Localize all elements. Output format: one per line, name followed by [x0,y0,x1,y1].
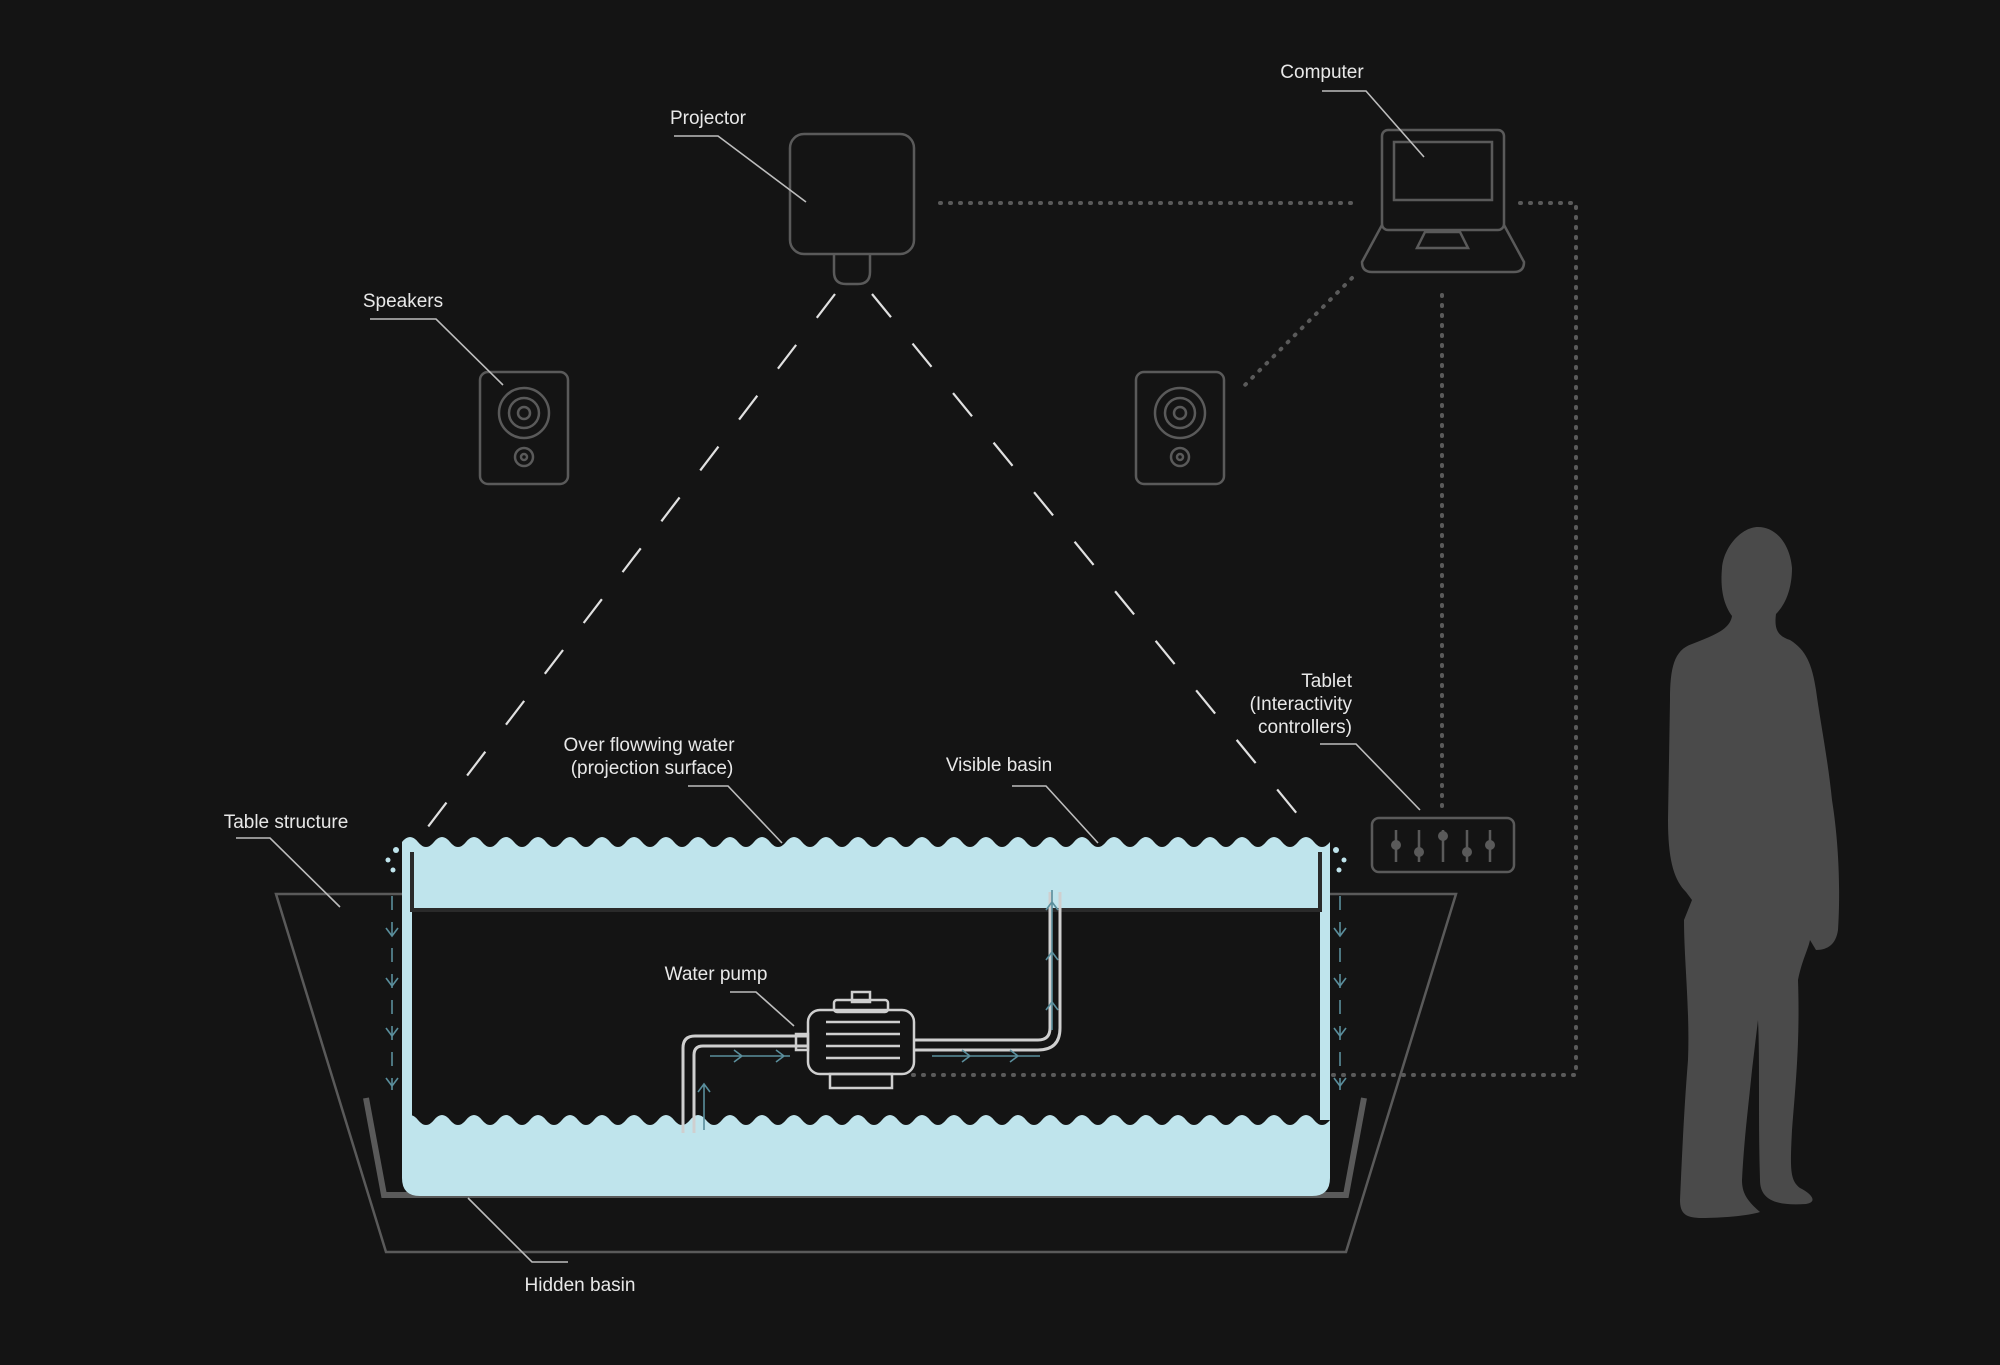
water-pump-icon [794,990,916,1090]
leader-speakers [370,318,504,386]
leader-hidden-basin [467,1197,568,1263]
leader-table-structure [236,837,341,908]
cable-computer-speaker [1240,276,1354,390]
label-tablet-1: Tablet [1301,671,1352,692]
projector-icon [788,132,916,286]
leader-computer [1322,90,1425,158]
leader-lines [236,90,1425,1263]
speaker-left [478,370,570,486]
projection-rays [423,293,1313,833]
leader-water-pump [730,991,795,1027]
overflow-column-right [1320,868,1330,1120]
label-overflow-2: (projection surface) [571,758,734,779]
label-overflow-1: Over flowwing water [563,735,735,756]
laptop-icon [1360,128,1526,274]
label-water-pump: Water pump [665,964,768,985]
leader-tablet [1320,743,1421,811]
leader-projector [674,135,807,203]
label-table-structure: Table structure [224,812,349,833]
leader-visible-basin [1012,785,1099,844]
overflow-column-left [402,868,412,1120]
pump-pipes [681,892,1062,1133]
visible-basin-walls [410,852,1322,912]
visible-basin-water [402,837,1330,910]
label-tablet-2: (Interactivity [1250,694,1353,715]
leader-overflow [688,785,783,844]
label-speakers: Speakers [363,291,443,312]
flow-arrows-sides [385,896,1347,1090]
label-hidden-basin: Hidden basin [525,1275,636,1296]
cable-computer-pump [903,201,1578,1077]
label-projector: Projector [670,108,747,129]
speaker-right [1134,370,1226,486]
person-silhouette [1668,527,1840,1218]
projection-ray-left [423,293,836,833]
hidden-basin-water [402,1115,1330,1196]
dotted-cables [903,201,1578,1077]
label-computer: Computer [1280,62,1364,83]
projection-ray-right [871,293,1313,833]
labels: Computer Projector Speakers Tablet (Inte… [224,62,1365,1296]
mixer-slider-icon [1370,816,1516,874]
water-splashes [385,847,1347,873]
flow-arrows-pipe [697,890,1059,1130]
label-tablet-3: controllers) [1258,717,1352,738]
label-visible-basin: Visible basin [946,755,1052,776]
